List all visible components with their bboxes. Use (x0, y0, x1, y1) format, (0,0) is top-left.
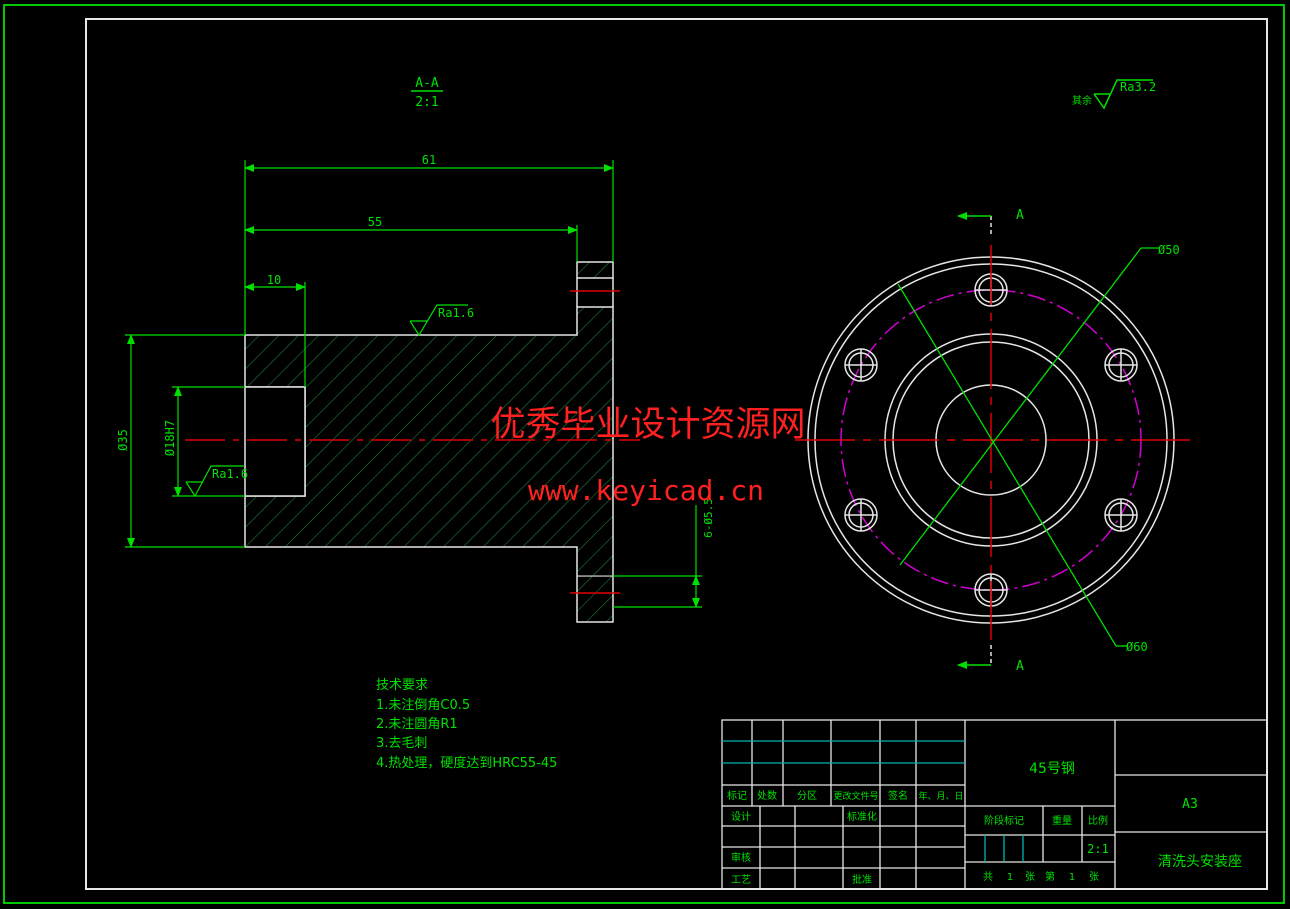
tb-standard: 标准化 (847, 810, 877, 823)
dim-50: Ø50 (1158, 243, 1180, 257)
roughness-prefix: 其余 (1072, 94, 1092, 107)
dim-35: Ø35 (116, 429, 130, 451)
tb-h5: 签名 (888, 789, 908, 802)
section-title: A-A 2:1 (411, 76, 443, 110)
section-label: A-A (415, 76, 439, 91)
tb-part-name: 清洗头安装座 (1158, 854, 1242, 870)
tech-item-2: 2.未注圆角R1 (376, 717, 458, 732)
title-block-text: 标记 处数 分区 更改文件号 签名 年、月、日 设计 标准化 审核 工艺 批准 … (727, 789, 1109, 886)
roughness-top: Ra1.6 (438, 306, 474, 320)
tb-scale-value: 2:1 (1087, 842, 1109, 856)
tb-design: 设计 (731, 810, 751, 823)
section-markers (957, 212, 992, 669)
dim-holes: 6-Ø5.5 (702, 498, 715, 538)
outer-frame (3, 4, 1285, 904)
dim-18: Ø18H7 (163, 420, 177, 456)
tb-total: 共 (983, 871, 993, 883)
general-roughness: 其余 Ra3.2 (1072, 79, 1156, 110)
watermark-title: 优秀毕业设计资源网 (490, 405, 805, 445)
tb-h1: 标记 (727, 790, 747, 802)
tech-requirements: 技术要求 1.未注倒角C0.5 2.未注圆角R1 3.去毛刺 4.热处理，硬度达… (376, 678, 557, 771)
dim-61: 61 (422, 153, 436, 167)
section-view (185, 261, 640, 623)
section-mark-top: A (1016, 208, 1024, 223)
tb-process: 工艺 (731, 874, 751, 886)
tech-title: 技术要求 (376, 678, 428, 693)
tb-size: A3 (1182, 797, 1198, 812)
tb-sheet2: 张 (1089, 871, 1099, 883)
tb-sheet: 张 (1025, 871, 1035, 883)
tb-page: 第 (1045, 870, 1055, 883)
tech-item-4: 4.热处理，硬度达到HRC55-45 (376, 755, 557, 771)
tb-weight: 重量 (1052, 814, 1072, 827)
tb-material: 45号钢 (1029, 761, 1075, 777)
dim-10: 10 (267, 273, 281, 287)
dim-55: 55 (368, 215, 382, 229)
tb-page-n: 1 (1069, 872, 1075, 883)
tb-review: 审核 (731, 851, 751, 864)
roughness-general-value: Ra3.2 (1120, 80, 1156, 94)
watermark-url: www.keyicad.cn (528, 474, 764, 507)
bore (244, 386, 306, 497)
tech-item-1: 1.未注倒角C0.5 (376, 698, 470, 713)
tb-stage: 阶段标记 (984, 814, 1024, 827)
tb-h4: 更改文件号 (833, 790, 878, 802)
inner-frame (85, 18, 1268, 890)
tb-ratio: 比例 (1088, 814, 1108, 827)
dimensions-section (125, 160, 702, 608)
tb-approve: 批准 (852, 873, 872, 886)
section-scale: 2:1 (415, 95, 438, 110)
tech-item-3: 3.去毛刺 (376, 736, 427, 751)
tb-h6: 年、月、日 (918, 790, 963, 802)
title-block (721, 719, 1268, 890)
front-view (795, 245, 1190, 647)
roughness-bore: Ra1.6 (212, 467, 248, 481)
tb-total-n: 1 (1007, 872, 1013, 883)
tb-h2: 处数 (757, 789, 777, 802)
dim-60: Ø60 (1126, 640, 1148, 654)
section-mark-bottom: A (1016, 659, 1024, 674)
tb-h3: 分区 (797, 790, 817, 802)
